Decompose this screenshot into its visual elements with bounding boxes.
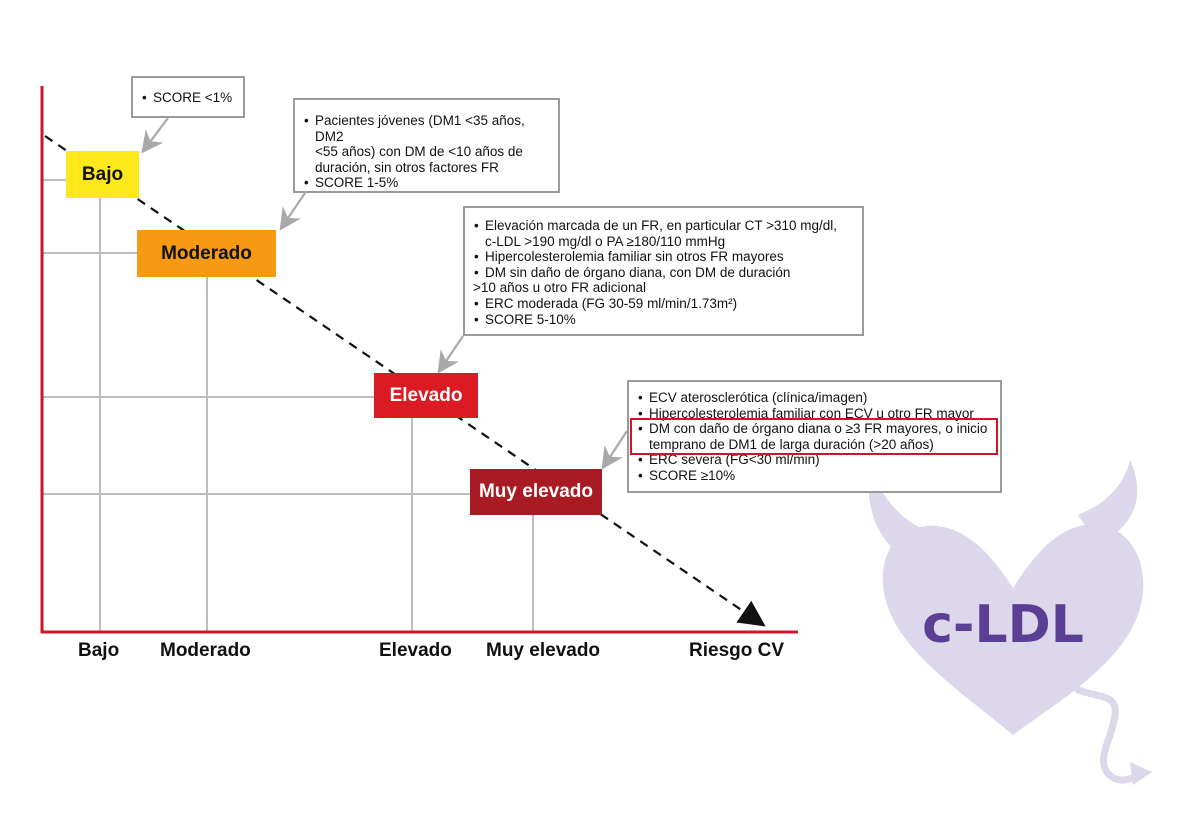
heart-shape — [882, 524, 1144, 735]
criteria-item: ERC severa (FG<30 ml/min) — [637, 452, 992, 468]
callout-arrow-muy-elevado — [601, 430, 628, 470]
criteria-item: SCORE <1% — [141, 90, 235, 106]
criteria-item-continuation: temprano de DM1 de larga duración (>20 a… — [649, 436, 934, 452]
criteria-item-continuation: duración, sin otros factores FR — [315, 159, 499, 175]
x-tick-moderado: Moderado — [160, 640, 251, 661]
grid-lines — [42, 179, 534, 632]
callout-arrow-moderado — [279, 192, 306, 231]
level-box-bajo: Bajo — [66, 151, 139, 198]
criteria-item: Pacientes jóvenes (DM1 <35 años, DM2 — [303, 113, 550, 144]
criteria-box-muy-elevado: ECV aterosclerótica (clínica/imagen) Hip… — [627, 380, 1002, 493]
criteria-item-continuation: <55 años) con DM de <10 años de — [315, 144, 523, 160]
criteria-item: Hipercolesterolemia familiar sin otros F… — [473, 249, 854, 265]
x-tick-bajo: Bajo — [78, 640, 120, 661]
criteria-item: DM con daño de órgano diana o ≥3 FR mayo… — [637, 421, 992, 437]
callout-arrow-bajo — [141, 117, 169, 154]
devil-tail-tip — [1130, 762, 1152, 785]
criteria-item: SCORE ≥10% — [637, 468, 992, 484]
criteria-box-bajo: SCORE <1% — [131, 76, 245, 118]
devil-horn-right — [1078, 460, 1138, 545]
criteria-item: SCORE 5-10% — [473, 312, 854, 328]
level-label-moderado: Moderado — [161, 242, 252, 264]
criteria-box-elevado: Elevación marcada de un FR, en particula… — [463, 206, 864, 336]
level-label-elevado: Elevado — [389, 384, 463, 406]
callout-arrow-elevado — [437, 335, 464, 374]
level-label-muy-elevado: Muy elevado — [478, 481, 594, 502]
level-box-elevado: Elevado — [374, 373, 478, 418]
criteria-item: ERC moderada (FG 30-59 ml/min/1.73m²) — [473, 296, 854, 312]
highlight-dm-criterion — [630, 418, 998, 455]
criteria-box-moderado: Pacientes jóvenes (DM1 <35 años, DM2 <55… — [293, 98, 560, 193]
callout-arrows — [141, 117, 628, 470]
level-box-muy-elevado: Muy elevado — [470, 469, 602, 515]
criteria-item: ECV aterosclerótica (clínica/imagen) — [637, 390, 992, 406]
criteria-item-continuation: >10 años u otro FR adicional — [473, 280, 646, 296]
criteria-item: Hipercolesterolemia familiar con ECV u o… — [637, 406, 992, 422]
criteria-item: Elevación marcada de un FR, en particula… — [473, 218, 854, 234]
criteria-item: SCORE 1-5% — [303, 175, 550, 191]
x-tick-muy-elevado: Muy elevado — [486, 640, 601, 661]
level-box-moderado: Moderado — [137, 230, 276, 277]
x-axis-title: Riesgo CV — [689, 640, 785, 661]
level-label-bajo: Bajo — [81, 163, 124, 185]
c-ldl-logo: c-LDL — [868, 460, 1152, 785]
devil-tail — [1074, 686, 1144, 784]
criteria-item-continuation: c-LDL >190 mg/dl o PA ≥180/110 mmHg — [485, 233, 726, 249]
x-tick-elevado: Elevado — [379, 640, 452, 661]
logo-text: c-LDL — [922, 595, 1084, 655]
criteria-item: DM sin daño de órgano diana, con DM de d… — [473, 265, 854, 281]
